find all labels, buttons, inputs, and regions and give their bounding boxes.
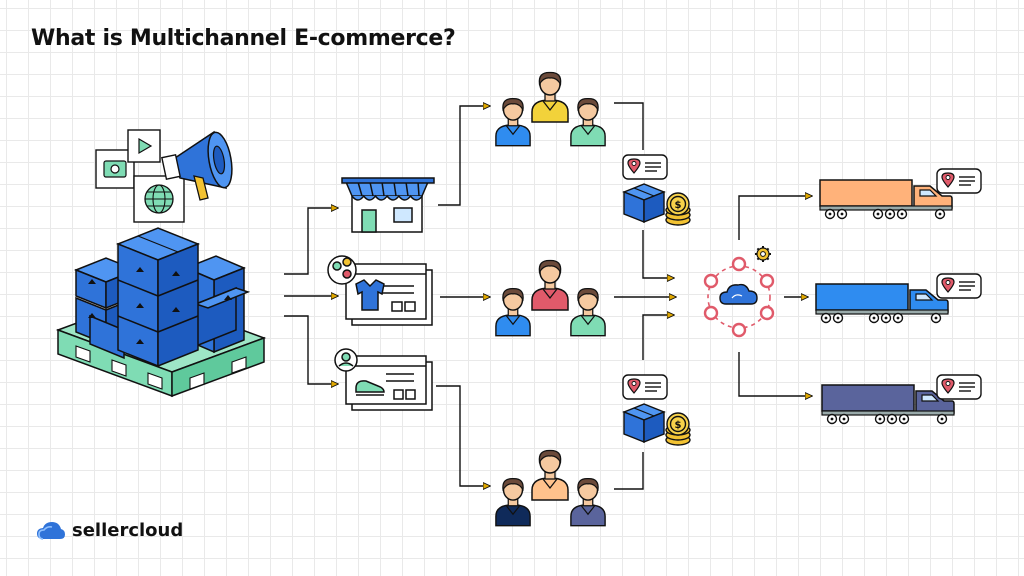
camera-icon bbox=[95, 149, 135, 189]
gear-icon bbox=[755, 246, 771, 262]
flow-customers-3-to-order bbox=[614, 452, 644, 490]
location-tag-icon bbox=[936, 374, 982, 400]
customer-group-icon bbox=[495, 449, 606, 527]
megaphone-icon bbox=[161, 130, 233, 201]
flow-order-1-to-hub bbox=[642, 230, 674, 278]
arrow-to-truck-1 bbox=[738, 196, 812, 240]
flow-customers-1-to-hub bbox=[614, 102, 644, 150]
video-play-icon bbox=[127, 129, 161, 163]
arrow-to-customers-1 bbox=[438, 106, 490, 206]
page-title: What is Multichannel E-commerce? bbox=[31, 26, 456, 51]
cloud-logo-icon bbox=[37, 521, 65, 540]
storefront-icon bbox=[341, 177, 435, 233]
customer-group-icon bbox=[495, 259, 606, 337]
arrow-to-customers-3 bbox=[436, 385, 490, 486]
customer-group-icon bbox=[495, 71, 606, 147]
flow-order-2-to-hub bbox=[642, 315, 674, 360]
truck-icon bbox=[821, 374, 982, 425]
connector-lines bbox=[284, 103, 812, 489]
globe-icon bbox=[133, 175, 185, 223]
cloud-hub-icon bbox=[703, 246, 775, 338]
inventory-pallet-icon bbox=[55, 129, 267, 398]
location-tag-icon bbox=[936, 168, 982, 194]
arrow-to-truck-3 bbox=[738, 352, 812, 396]
arrow-to-storefront bbox=[284, 208, 338, 275]
location-tag-icon bbox=[936, 273, 982, 299]
brand-name: sellercloud bbox=[72, 520, 184, 541]
order-box-coins-icon bbox=[623, 155, 690, 225]
webshop-window-icon bbox=[334, 348, 433, 411]
truck-icon bbox=[819, 168, 982, 220]
marketplace-window-icon bbox=[327, 255, 433, 326]
arrow-to-webshop bbox=[284, 315, 338, 384]
brand-logo: sellercloud bbox=[36, 520, 183, 541]
truck-icon bbox=[815, 273, 982, 324]
order-box-coins-icon bbox=[623, 375, 690, 445]
